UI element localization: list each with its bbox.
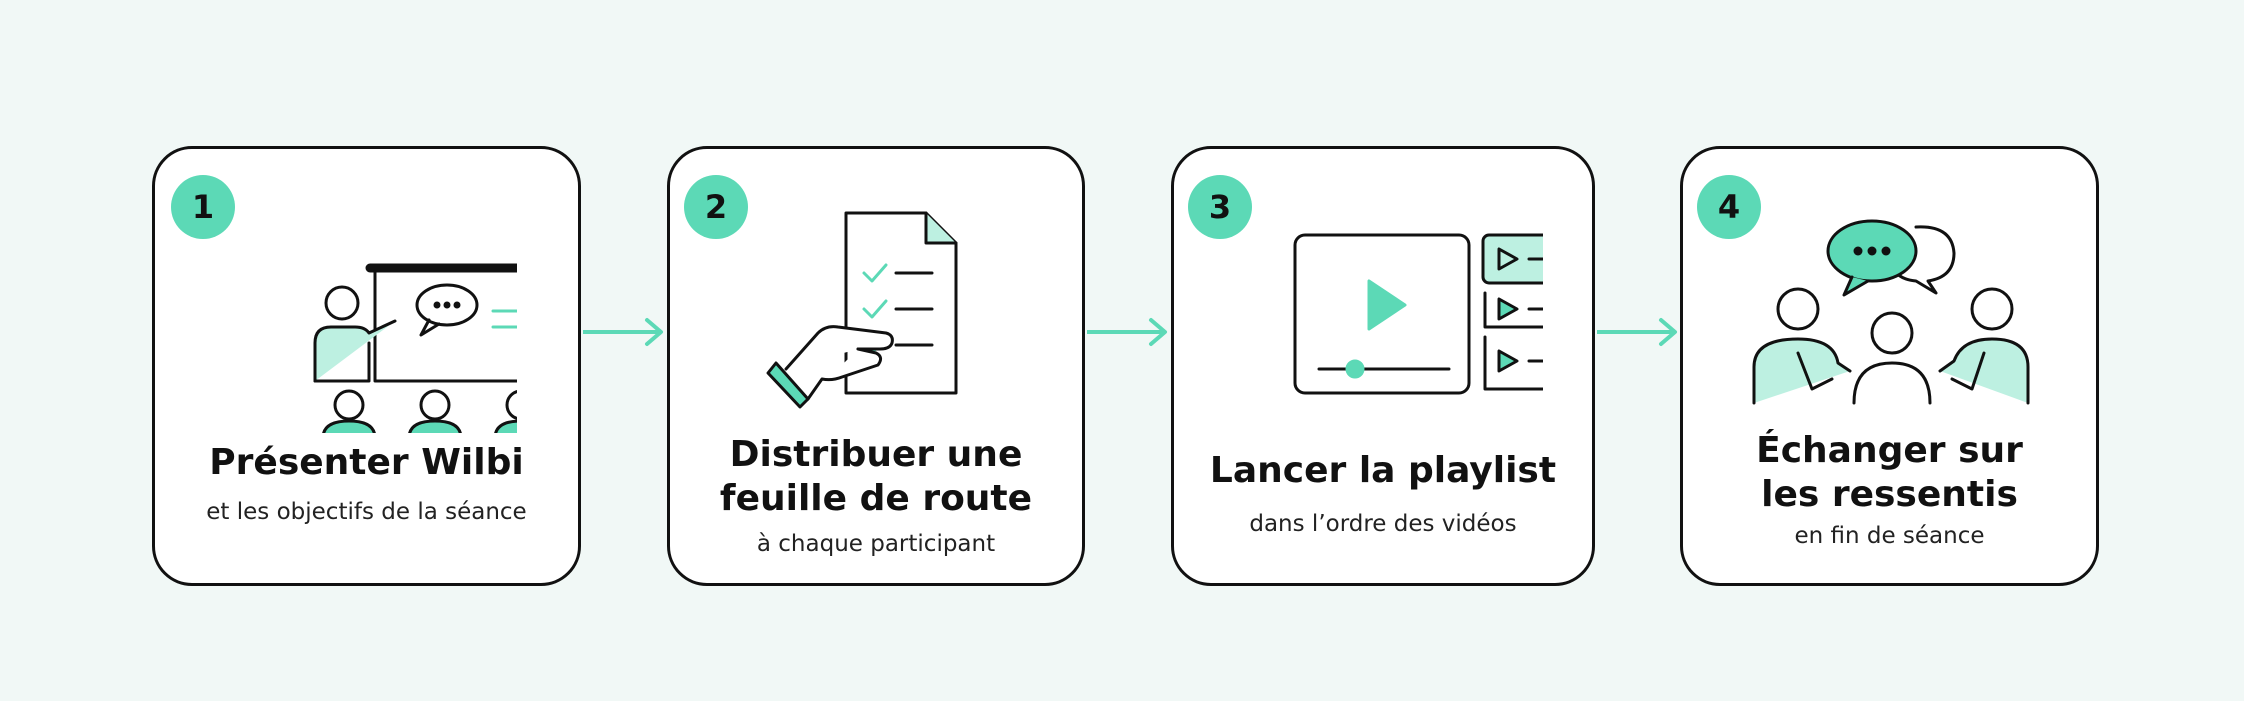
step-title-line: Lancer la playlist bbox=[1209, 450, 1557, 491]
step-title: Lancer la playlist bbox=[1174, 449, 1592, 493]
step-card-2: 2 Distribuer une feuille de route à chaq… bbox=[667, 146, 1085, 586]
step-number-badge: 4 bbox=[1697, 175, 1761, 239]
step-number-badge: 3 bbox=[1188, 175, 1252, 239]
arrow-right-icon bbox=[1087, 318, 1167, 346]
step-card-1: 1 bbox=[152, 146, 581, 586]
step-title: Présenter Wilbi bbox=[155, 441, 578, 485]
step-title-line: Présenter Wilbi bbox=[209, 442, 524, 483]
step-title-line: Distribuer une bbox=[729, 434, 1023, 475]
checklist-document-icon bbox=[670, 193, 1082, 433]
discussion-group-icon bbox=[1683, 193, 2096, 433]
step-title-line: Échanger sur bbox=[1756, 430, 2023, 471]
step-number-badge: 2 bbox=[684, 175, 748, 239]
step-title: Échanger sur les ressentis bbox=[1683, 429, 2096, 517]
step-card-4: 4 Échanger bbox=[1680, 146, 2099, 586]
step-title: Distribuer une feuille de route bbox=[670, 433, 1082, 521]
arrow-right-icon bbox=[583, 318, 663, 346]
step-subtitle: dans l’ordre des vidéos bbox=[1249, 511, 1517, 537]
presentation-icon bbox=[155, 193, 578, 433]
step-number-badge: 1 bbox=[171, 175, 235, 239]
step-title-line: les ressentis bbox=[1761, 474, 2018, 515]
step-subtitle: à chaque participant bbox=[756, 531, 996, 557]
step-subtitle: en fin de séance bbox=[1794, 523, 1985, 549]
step-subtitle: et les objectifs de la séance bbox=[206, 499, 527, 525]
video-playlist-icon bbox=[1174, 193, 1592, 433]
step-card-3: 3 Lancer la playlist dans l’ordre des vi… bbox=[1171, 146, 1595, 586]
step-title-line: feuille de route bbox=[719, 478, 1033, 519]
arrow-right-icon bbox=[1597, 318, 1677, 346]
